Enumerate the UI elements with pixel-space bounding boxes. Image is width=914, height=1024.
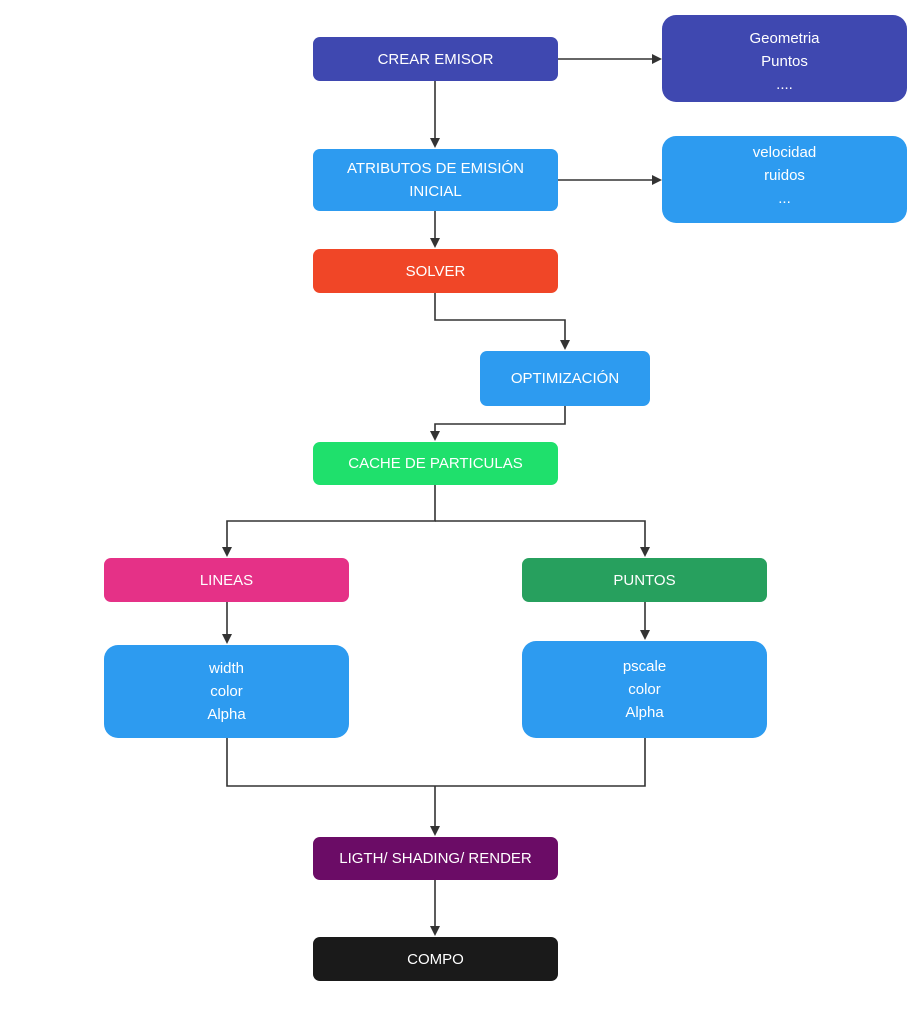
optimizacion-label: OPTIMIZACIÓN — [510, 370, 620, 387]
crear-emisor-label: CREAR EMISOR — [377, 50, 494, 68]
atributos-detail-node: velocidad ruidos ... — [662, 136, 907, 223]
atributos-detail-line-1: velocidad — [752, 144, 817, 161]
lineas-attr-2: color — [210, 683, 243, 700]
atributos-line-1: ATRIBUTOS DE EMISIÓN — [347, 160, 524, 177]
puntos-attrs-node: pscale color Alpha — [522, 641, 767, 738]
atributos-line-2: INICIAL — [409, 183, 462, 200]
cache-node: CACHE DE PARTICULAS — [313, 442, 558, 485]
edge-cache-to-lineas — [222, 485, 436, 557]
atributos-detail-line-3: ... — [778, 190, 791, 207]
compo-label: COMPO — [407, 950, 464, 968]
emisor-detail-line-3: .... — [776, 76, 793, 93]
edge-attrs-merge — [226, 738, 646, 787]
lineas-label: LINEAS — [199, 571, 254, 589]
emisor-detail-node: Geometria Puntos .... — [662, 15, 907, 102]
lineas-attrs-node: width color Alpha — [104, 645, 349, 738]
edge-optimizacion-to-cache — [430, 406, 566, 441]
edge-solver-to-optimizacion — [434, 293, 570, 350]
solver-label: SOLVER — [405, 262, 466, 280]
lineas-attr-1: width — [208, 660, 245, 677]
lineas-node: LINEAS — [104, 558, 349, 602]
puntos-node: PUNTOS — [522, 558, 767, 602]
render-node: LIGTH/ SHADING/ RENDER — [313, 837, 558, 880]
emisor-detail-line-2: Puntos — [761, 53, 808, 70]
cache-label: CACHE DE PARTICULAS — [348, 455, 523, 472]
atributos-node: ATRIBUTOS DE EMISIÓN INICIAL — [313, 149, 558, 211]
solver-node: SOLVER — [313, 249, 558, 293]
puntos-attr-2: color — [628, 681, 661, 698]
emisor-detail-line-1: Geometria — [749, 30, 820, 47]
atributos-detail-line-2: ruidos — [764, 167, 805, 184]
compo-node: COMPO — [313, 937, 558, 981]
puntos-attr-1: pscale — [622, 658, 667, 675]
puntos-attr-3: Alpha — [625, 704, 664, 721]
optimizacion-node: OPTIMIZACIÓN — [480, 351, 650, 406]
edge-cache-to-puntos — [435, 520, 650, 557]
puntos-label: PUNTOS — [613, 571, 676, 589]
lineas-attr-3: Alpha — [207, 706, 246, 723]
render-label: LIGTH/ SHADING/ RENDER — [339, 850, 532, 867]
crear-emisor-node: CREAR EMISOR — [313, 37, 558, 81]
